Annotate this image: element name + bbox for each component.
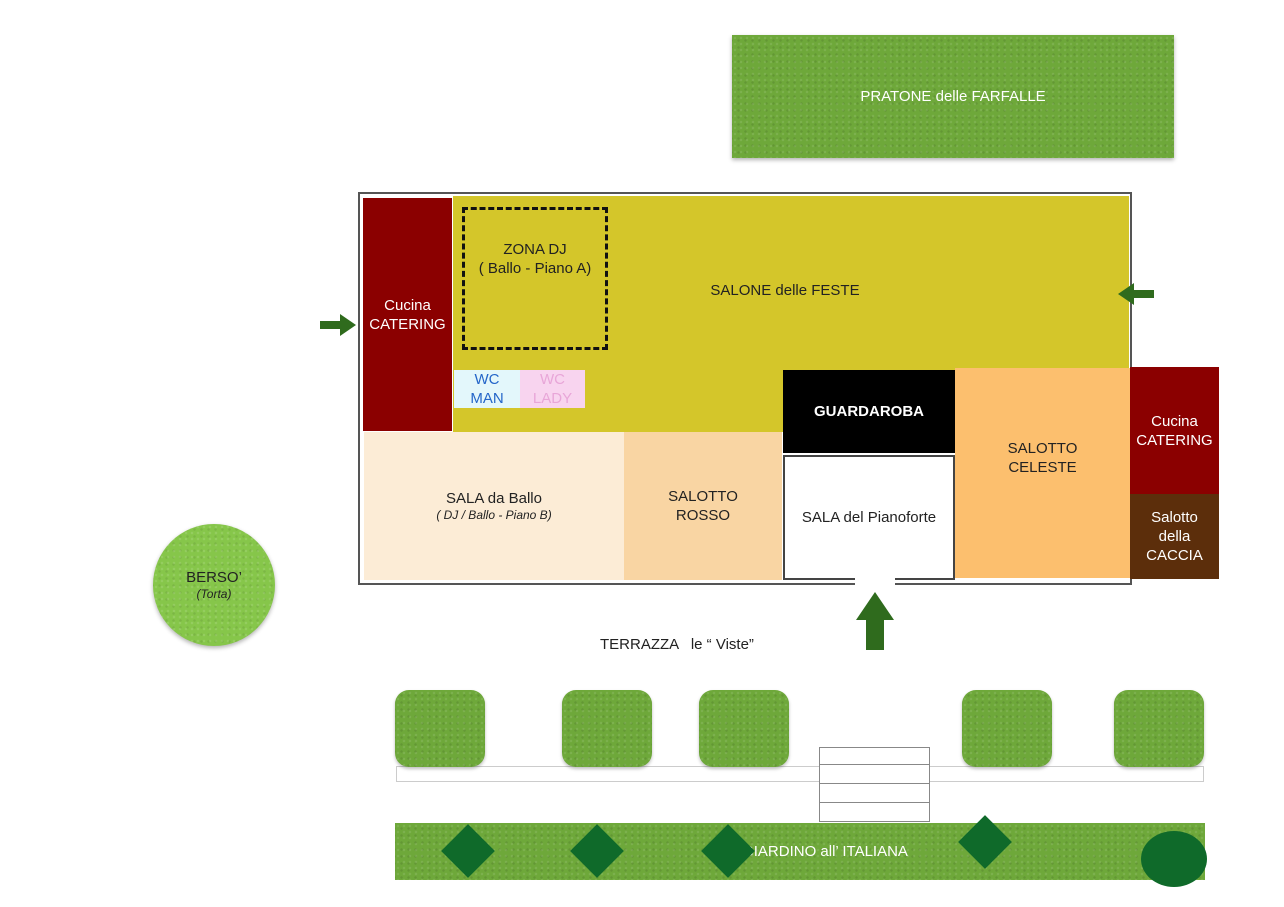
round-shrub-icon [1141,831,1207,887]
sala-da-ballo: SALA da Ballo ( DJ / Ballo - Piano B) [364,432,624,580]
zona-dj: ZONA DJ ( Ballo - Piano A) [462,207,608,350]
terrace-balustrade [396,766,1204,782]
stair-step [819,764,930,784]
arrow-right-icon [320,314,356,336]
terrazza-label: TERRAZZA le “ Viste” [600,636,754,653]
salone-right-strip [783,360,1129,370]
salone-label: SALONE delle FESTE [710,281,860,299]
hedge-icon [1114,690,1204,767]
wc-man: WC MAN [454,370,520,408]
hedge-icon [395,690,485,767]
hedge-icon [699,690,789,767]
giardino-all-italiana: GIARDINO all’ ITALIANA [395,823,1205,880]
sala-del-pianoforte: SALA del Pianoforte [783,455,955,580]
entrance-gap [855,576,895,588]
arrow-left-icon [1118,283,1154,305]
arrow-up-icon [856,592,894,650]
pratone-delle-farfalle: PRATONE delle FARFALLE [732,35,1174,158]
hedge-icon [962,690,1052,767]
salotto-celeste: SALOTTO CELESTE [955,368,1130,578]
stair-step [819,802,930,822]
pratone-label: PRATONE delle FARFALLE [860,88,1046,105]
hedge-icon [562,690,652,767]
salotto-della-caccia: Salotto della CACCIA [1130,494,1219,579]
guardaroba: GUARDAROBA [783,370,955,453]
wc-lady: WC LADY [520,370,585,408]
salotto-rosso: SALOTTO ROSSO [624,432,782,580]
berso: BERSO’ (Torta) [153,524,275,646]
stair-step [819,783,930,803]
cucina-catering-right: Cucina CATERING [1130,367,1219,494]
cucina-catering-left: Cucina CATERING [363,198,452,431]
